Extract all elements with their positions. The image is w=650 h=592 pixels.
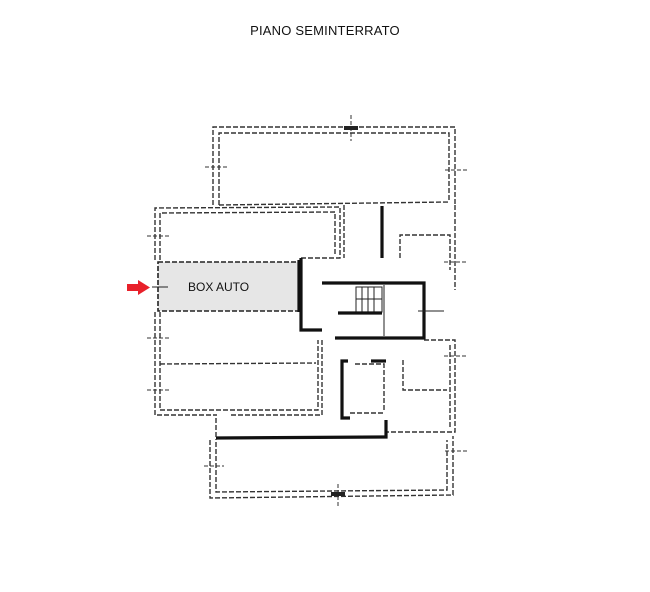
right-lower-room: [386, 339, 468, 433]
page-title: PIANO SEMINTERRATO: [250, 23, 400, 38]
left-upper-room: [147, 206, 341, 260]
bottom-room: [204, 436, 468, 507]
red-arrow-icon: [127, 280, 150, 295]
box-auto-unit[interactable]: BOX AUTO: [152, 260, 301, 312]
left-lower-rooms: [147, 312, 323, 416]
stairs: [338, 286, 383, 315]
top-room: [205, 115, 468, 206]
box-auto-label: BOX AUTO: [188, 280, 249, 294]
stair-core: [299, 258, 444, 340]
center-lower-room: [340, 359, 386, 420]
right-upper-rooms: [343, 205, 468, 290]
corridor-wall: [215, 418, 388, 440]
